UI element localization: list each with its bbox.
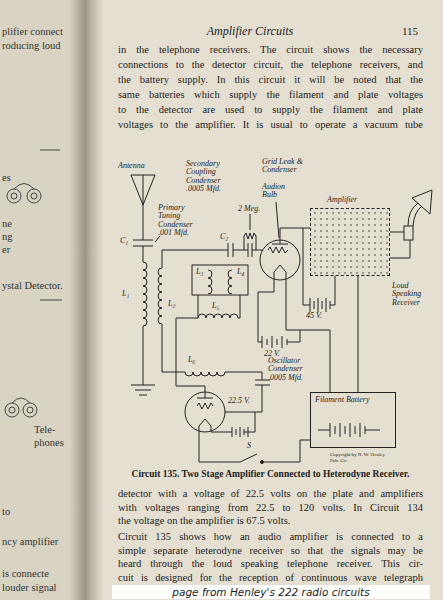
coil-winding: [208, 270, 212, 294]
node-text: Amplifier: [327, 196, 357, 204]
coil-winding: [185, 372, 225, 376]
battery-box: Filament Battery: [310, 392, 396, 448]
watermark: page from Henley's 222 radio circuits: [112, 585, 430, 599]
body-line: the battery supply. In this circuit it w…: [118, 74, 423, 85]
part-label: L₂: [168, 300, 175, 308]
part-label: Secondary Coupling Condenser .0005 Mfd.: [186, 160, 238, 194]
copyright-note: Copyright by N. W. Henley Pub. Co.: [330, 452, 390, 463]
part-label: L₆: [188, 356, 195, 364]
part-label: Grid Leak & Condenser: [262, 158, 312, 175]
body-line: connections to the detector circuit, the…: [118, 59, 423, 70]
part-label: 2 Meg.: [238, 205, 260, 213]
part-label: Antenna: [118, 162, 145, 170]
page-fragment: ystal Detector.: [2, 280, 63, 291]
body-line: to the detector are used to supply the f…: [118, 104, 423, 115]
part-label: L₃: [196, 268, 203, 276]
page-fragment: phones: [34, 437, 64, 448]
figure-caption: Circuit 135. Two Stage Amplifier Connect…: [115, 469, 426, 479]
body-line: in the telephone receivers. The circuit …: [118, 44, 423, 55]
coil-winding: [158, 268, 162, 324]
body-line: simple separate heterodyne receiver so t…: [118, 545, 423, 556]
body-line: the voltage on the amplifier is 67.5 vol…: [118, 515, 423, 526]
part-label: Primary Tuning Condenser .001 Mfd.: [158, 204, 206, 238]
coil-winding: [198, 314, 238, 318]
page-fragment: ng: [2, 231, 13, 242]
part-label: Oscillator Condenser .0005 Mfd.: [268, 357, 308, 382]
body-line: voltages to the amplifier. It is usual t…: [118, 119, 423, 130]
coil-winding: [228, 270, 232, 294]
body-line: Circuit 135 shows how an audio amplifier…: [118, 531, 423, 542]
node-text: Filament Battery: [311, 393, 395, 404]
page-fragment: er: [2, 244, 10, 255]
page-fragment: plifier connect: [2, 26, 63, 37]
part-label: C₁: [120, 237, 128, 245]
page-number: 115: [402, 25, 418, 37]
page-fragment: is connecte: [2, 568, 49, 579]
page-fragment: roducing loud: [2, 40, 61, 51]
coil-winding: [143, 262, 147, 326]
voltage-label: 45 V.: [306, 312, 322, 320]
switch-label: S: [247, 442, 251, 450]
body-line: cuit is designed for the reception of co…: [118, 572, 423, 583]
page-fragment: louder signal: [2, 582, 57, 593]
body-line: detector with a voltage of 22.5 volts on…: [118, 488, 423, 499]
voltage-label: 22.5 V.: [228, 397, 250, 405]
part-label: Audion Bulb: [262, 183, 296, 200]
body-line: same batteries which supply the filament…: [118, 89, 423, 100]
body-line: with voltages ranging from 22.5 to 120 v…: [118, 502, 423, 513]
part-label: L₁: [122, 290, 129, 298]
page-fragment: ne: [2, 218, 12, 229]
amplifier-box: Amplifier: [310, 208, 390, 276]
part-label: Loud Speaking Receiver: [392, 282, 438, 307]
page-fragment: Tele-: [34, 424, 55, 435]
part-label: C₂: [220, 233, 228, 241]
page-fragment: to: [2, 506, 10, 517]
part-label: L₄: [237, 268, 244, 276]
body-line: heard through the loud speaking telephon…: [118, 558, 423, 569]
page-heading: Amplifier Circuits: [150, 24, 350, 39]
wire-connector: [358, 276, 359, 392]
page-fragment: ncy amplifier: [2, 536, 58, 547]
part-label: L₅: [212, 302, 219, 310]
page-fragment: es: [2, 172, 11, 183]
